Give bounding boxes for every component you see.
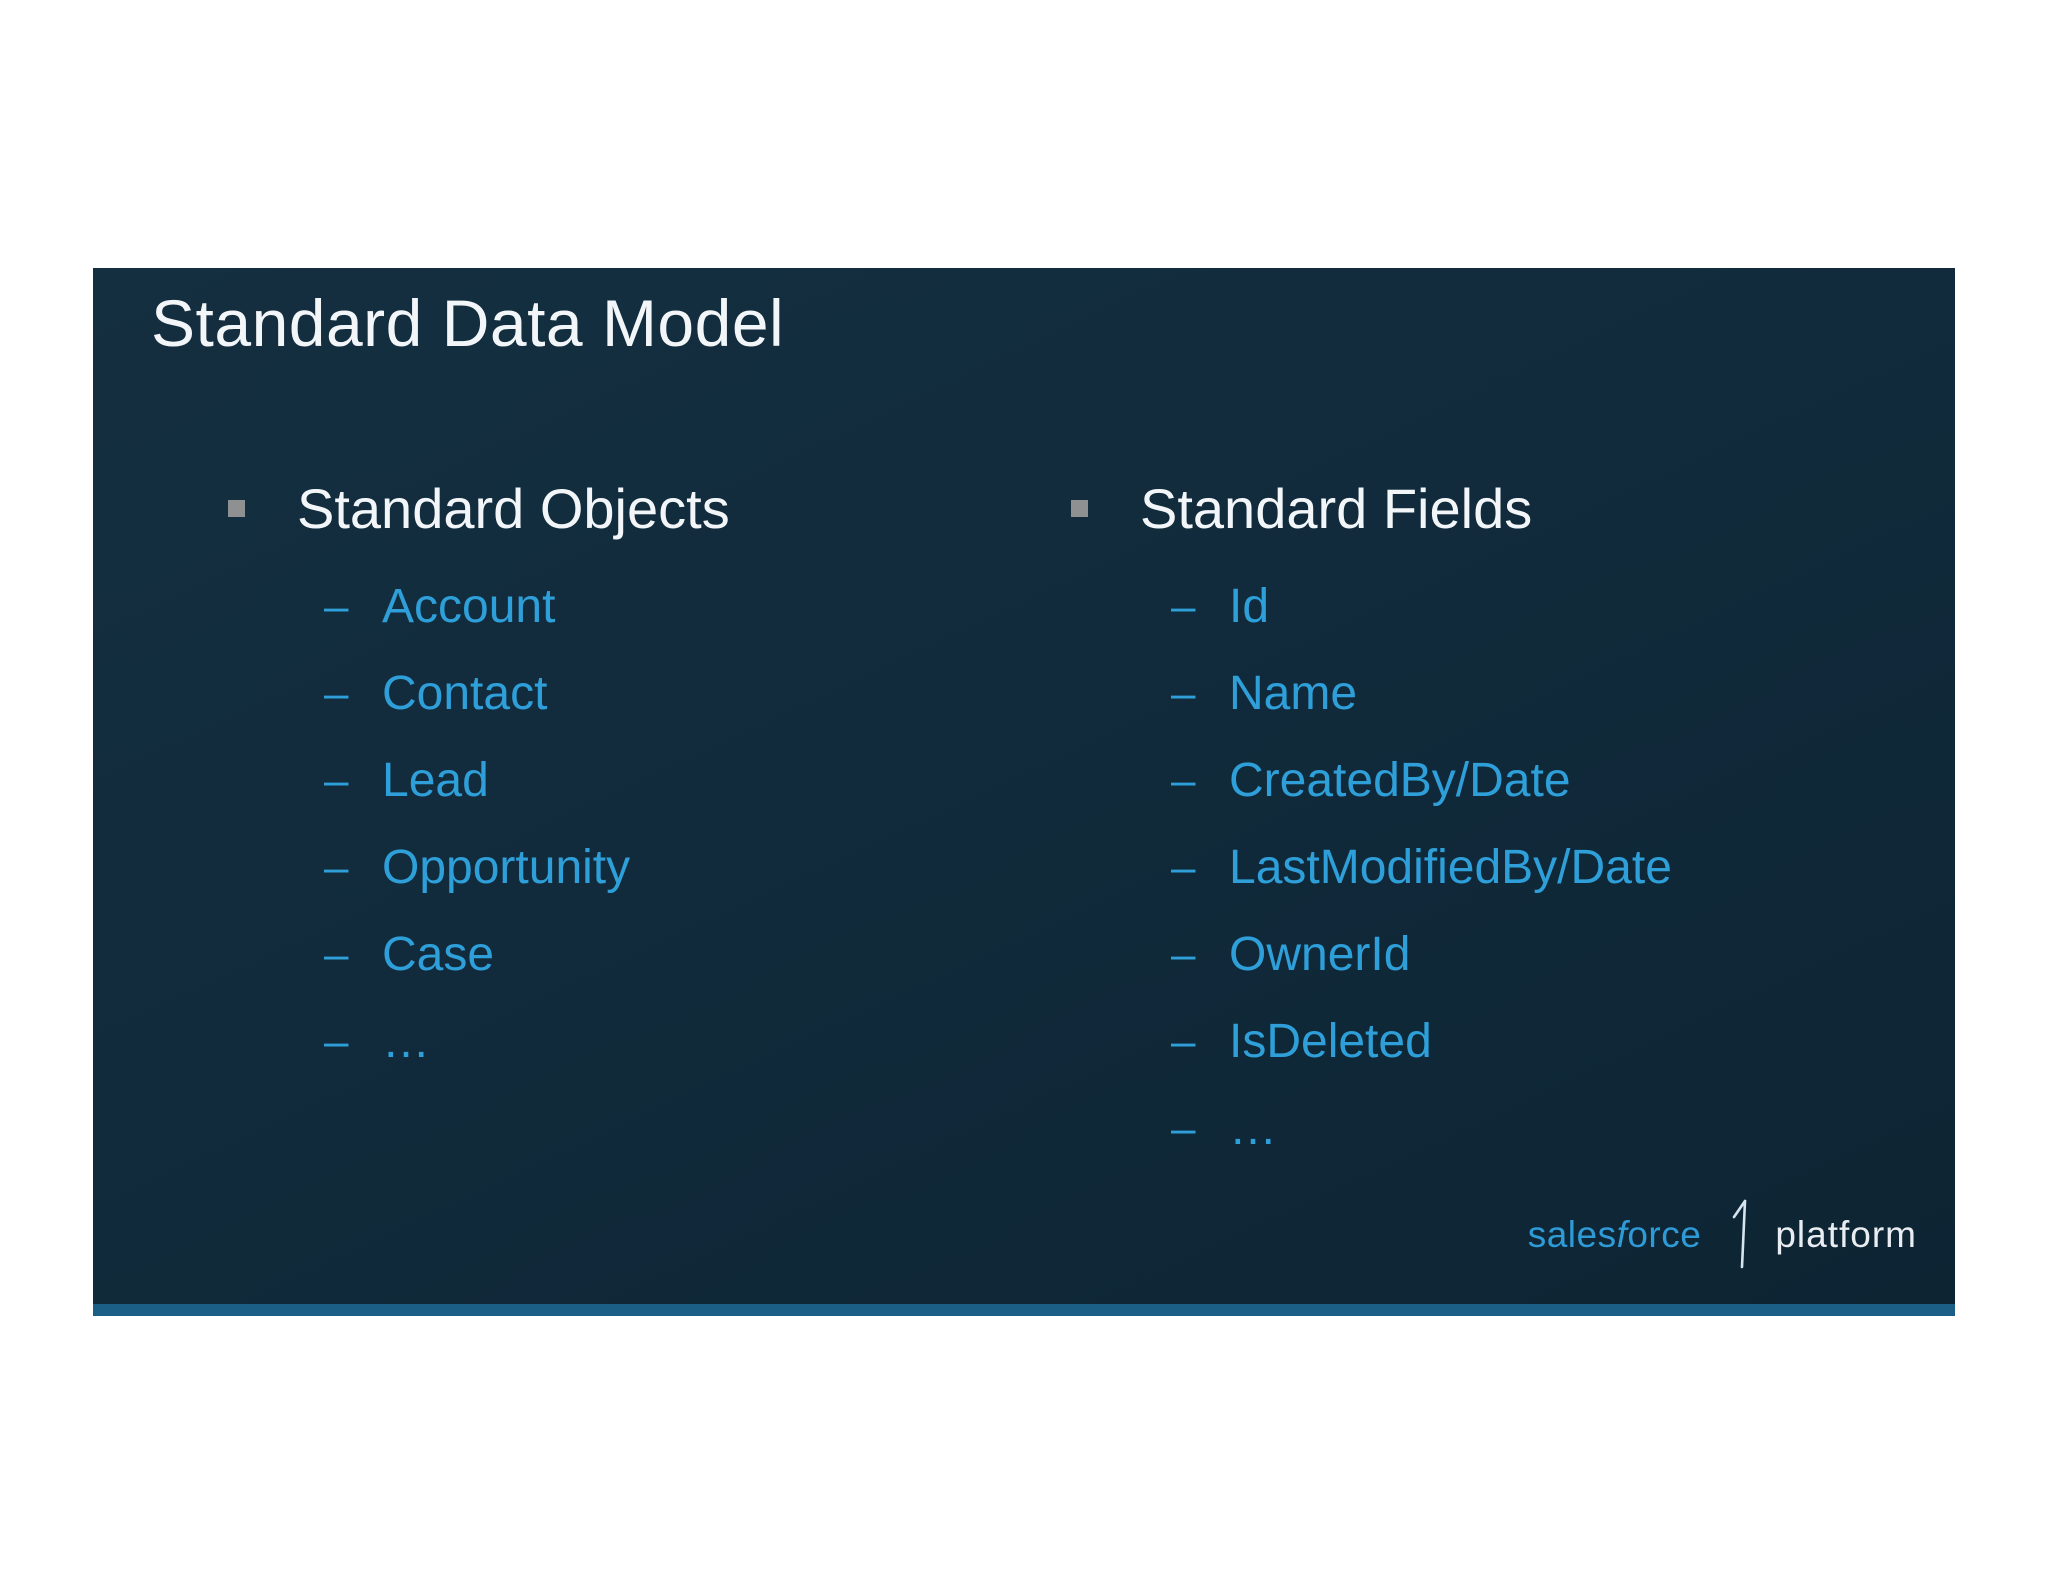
slide-background: Standard Data Model Standard Objects – A… [93, 268, 1955, 1304]
dash-bullet: – [324, 755, 349, 805]
list-item-label: Id [1229, 580, 1270, 633]
dash-bullet: – [1171, 755, 1196, 805]
list-item-label: Lead [382, 754, 489, 807]
square-bullet-icon [228, 499, 245, 517]
column-heading-label: Standard Objects [297, 476, 730, 540]
dash-bullet: – [324, 842, 349, 892]
list-item: – Account [324, 563, 1008, 650]
list-item-label: IsDeleted [1229, 1015, 1432, 1068]
list-item-label: OwnerId [1229, 928, 1411, 981]
salesforce-wordmark: salesforce [1527, 1213, 1702, 1255]
standard-fields-list: – Id – Name – CreatedBy/Date – LastModif… [1171, 563, 1891, 1172]
dash-bullet: – [1171, 581, 1196, 631]
list-item-label: Opportunity [382, 841, 631, 894]
platform-wordmark: platform [1775, 1213, 1917, 1255]
dash-bullet: – [324, 929, 349, 979]
dash-bullet: – [324, 1016, 349, 1066]
list-item-label: LastModifiedBy/Date [1229, 841, 1672, 894]
list-item: – IsDeleted [1171, 998, 1891, 1085]
dash-bullet: – [1171, 668, 1196, 718]
list-item-label: … [1229, 1102, 1277, 1155]
slide-accent-bar [93, 1304, 1955, 1316]
list-item: – Name [1171, 650, 1891, 737]
salesforce1-numeral-icon [1733, 1199, 1747, 1269]
dash-bullet: – [1171, 842, 1196, 892]
dash-bullet: – [1171, 1016, 1196, 1066]
column-heading: Standard Fields [1071, 473, 1891, 543]
column-heading-label: Standard Fields [1140, 476, 1533, 540]
list-item: – … [1171, 1085, 1891, 1172]
standard-objects-column: Standard Objects – Account – Contact – L… [228, 473, 1008, 1085]
list-item: – Lead [324, 737, 1008, 824]
standard-fields-column: Standard Fields – Id – Name – CreatedBy/… [1071, 473, 1891, 1172]
list-item: – LastModifiedBy/Date [1171, 824, 1891, 911]
list-item-label: Contact [382, 667, 548, 720]
list-item: – Opportunity [324, 824, 1008, 911]
dash-bullet: – [1171, 1103, 1196, 1153]
list-item: – OwnerId [1171, 911, 1891, 998]
list-item-label: CreatedBy/Date [1229, 754, 1571, 807]
presentation-slide: Standard Data Model Standard Objects – A… [93, 268, 1955, 1316]
salesforce-platform-logo: salesforce platform [1528, 1198, 1917, 1270]
page-title: Standard Data Model [151, 286, 785, 360]
dash-bullet: – [324, 581, 349, 631]
list-item-label: Name [1229, 667, 1358, 720]
standard-objects-list: – Account – Contact – Lead – Opportunity… [324, 563, 1008, 1085]
dash-bullet: – [324, 668, 349, 718]
list-item-label: Case [382, 928, 495, 981]
list-item: – … [324, 998, 1008, 1085]
list-item: – CreatedBy/Date [1171, 737, 1891, 824]
square-bullet-icon [1071, 499, 1088, 517]
list-item-label: … [382, 1015, 430, 1068]
dash-bullet: – [1171, 929, 1196, 979]
list-item-label: Account [382, 580, 556, 633]
list-item: – Id [1171, 563, 1891, 650]
list-item: – Case [324, 911, 1008, 998]
list-item: – Contact [324, 650, 1008, 737]
column-heading: Standard Objects [228, 473, 1008, 543]
